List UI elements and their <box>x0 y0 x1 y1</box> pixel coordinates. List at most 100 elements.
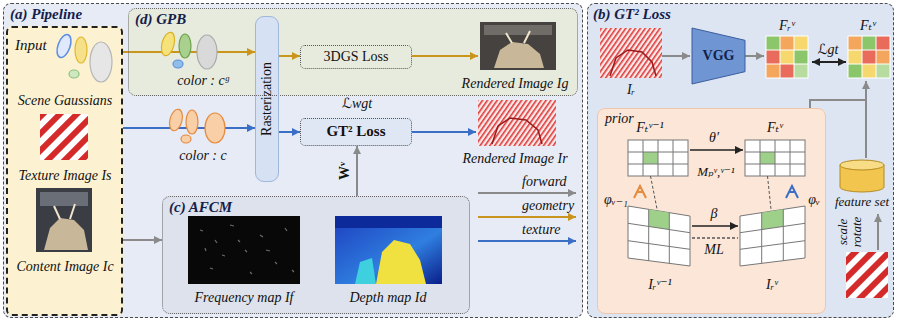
content-photo <box>54 204 75 219</box>
afcm-module: (c) AFCM <box>162 196 470 314</box>
figure-label: Rendered Image Ir <box>462 151 567 167</box>
figure-label: Fₜᵛ⁻¹ <box>636 120 664 136</box>
node-caption: Scene Gaussians <box>18 93 113 109</box>
figure-label: ℒgt <box>818 42 839 58</box>
figure-label: Frequency map If <box>195 290 294 306</box>
figure-label: Iᵣ <box>627 82 635 98</box>
feature-grid <box>780 36 794 50</box>
legend-sample <box>478 192 576 194</box>
flow-arrows <box>812 61 846 63</box>
geometry-gaussians <box>197 35 217 69</box>
rendered-photo <box>480 22 556 70</box>
node-fill <box>597 108 826 314</box>
rendered-photo <box>480 22 556 70</box>
texture-image <box>40 114 88 160</box>
target-grid <box>848 36 890 78</box>
prior-grids <box>786 186 798 198</box>
loss-box: GT² Loss <box>300 118 412 146</box>
feature-set: feature set <box>840 160 884 192</box>
cylinder-shape <box>840 160 884 192</box>
rendered-photo <box>484 25 552 35</box>
content-photo <box>40 192 88 206</box>
output-arrows <box>412 56 478 132</box>
prior-grids <box>628 140 688 176</box>
feature-grid <box>780 64 794 78</box>
figure-label: Depth map Id <box>350 290 427 306</box>
prior-grids <box>760 152 775 164</box>
geometry-gaussians <box>159 31 217 69</box>
prior-grids <box>634 186 646 198</box>
legend-sample <box>478 240 576 242</box>
rendered-photo <box>494 42 544 68</box>
prior-grids <box>692 225 738 227</box>
figure-label: Iᵣᵛ⁻¹ <box>648 277 672 293</box>
flow-arrows <box>877 214 879 250</box>
feature-grid <box>766 36 808 78</box>
cylinder-shape <box>840 160 884 170</box>
vgg-network: VGG <box>692 28 745 84</box>
figure-label: ML <box>704 242 723 258</box>
feature-grid <box>794 50 808 64</box>
render-input <box>600 28 662 78</box>
scene-gaussians <box>75 37 87 63</box>
node-fill <box>255 16 279 182</box>
rendered-stylized <box>478 100 556 146</box>
flow-arrows <box>865 81 867 158</box>
rendered-stylized <box>478 100 556 146</box>
feature-grid <box>794 36 808 50</box>
geometry-gaussians <box>159 31 177 57</box>
geometry-gaussians <box>173 60 183 68</box>
prior-grids <box>745 140 805 176</box>
figure-label: Fₜᵛ <box>767 120 783 136</box>
connector-arrow <box>279 55 300 57</box>
render-input <box>610 50 656 76</box>
node-fill <box>3 3 583 318</box>
node-caption: Content Image Ic <box>16 259 113 275</box>
geometry-gaussians <box>179 34 191 58</box>
style-texture <box>846 252 888 298</box>
loss-panel: (b) GT² LossVGGpriorfeature set <box>587 3 894 318</box>
flow-arrows <box>745 55 764 57</box>
content-photo <box>36 188 92 252</box>
depth-map <box>335 216 442 284</box>
prior-grids <box>745 140 805 176</box>
prior-box: prior <box>597 108 826 314</box>
trapezoid-shape <box>692 28 745 84</box>
prior-grids <box>643 152 658 164</box>
prior-grids <box>628 206 690 266</box>
depth-map <box>355 258 376 284</box>
flow-arrows <box>810 100 866 108</box>
node-title: (d) GPB <box>135 11 186 28</box>
figure-label: Iᵣᵛ <box>766 277 778 293</box>
scene-gaussians <box>69 70 79 78</box>
frequency-map <box>188 216 300 284</box>
feature-grid <box>766 36 808 78</box>
input-box: InputScene GaussiansTexture Image IsCont… <box>6 26 123 316</box>
figure-label: Mₚᵛ,ᵛ⁻¹ <box>697 165 734 180</box>
legend-text: forward <box>522 174 567 190</box>
connector-arrow <box>356 146 358 196</box>
node-fill <box>300 118 412 146</box>
scene-gaussians <box>90 42 112 82</box>
figure-label: φᵥ <box>808 192 820 208</box>
texture-gaussians <box>205 113 225 143</box>
legend-sample <box>478 216 576 218</box>
figure-label: θ′ <box>709 130 719 146</box>
feature-grid <box>766 64 780 78</box>
node-title: prior <box>605 111 634 127</box>
node-title: Rasterization <box>259 62 275 136</box>
target-grid <box>848 64 862 78</box>
figure-label: β <box>711 206 718 222</box>
texture-gaussians <box>167 108 225 143</box>
target-grid <box>848 36 862 50</box>
depth-map <box>335 216 442 284</box>
target-grid <box>848 50 862 64</box>
figure-label: ℒwgt <box>342 96 372 112</box>
node-title: (c) AFCM <box>169 199 232 216</box>
feature-grid <box>780 50 794 64</box>
figure-label: color : cᵍ <box>177 73 228 89</box>
node-caption: Texture Image Is <box>18 168 111 184</box>
